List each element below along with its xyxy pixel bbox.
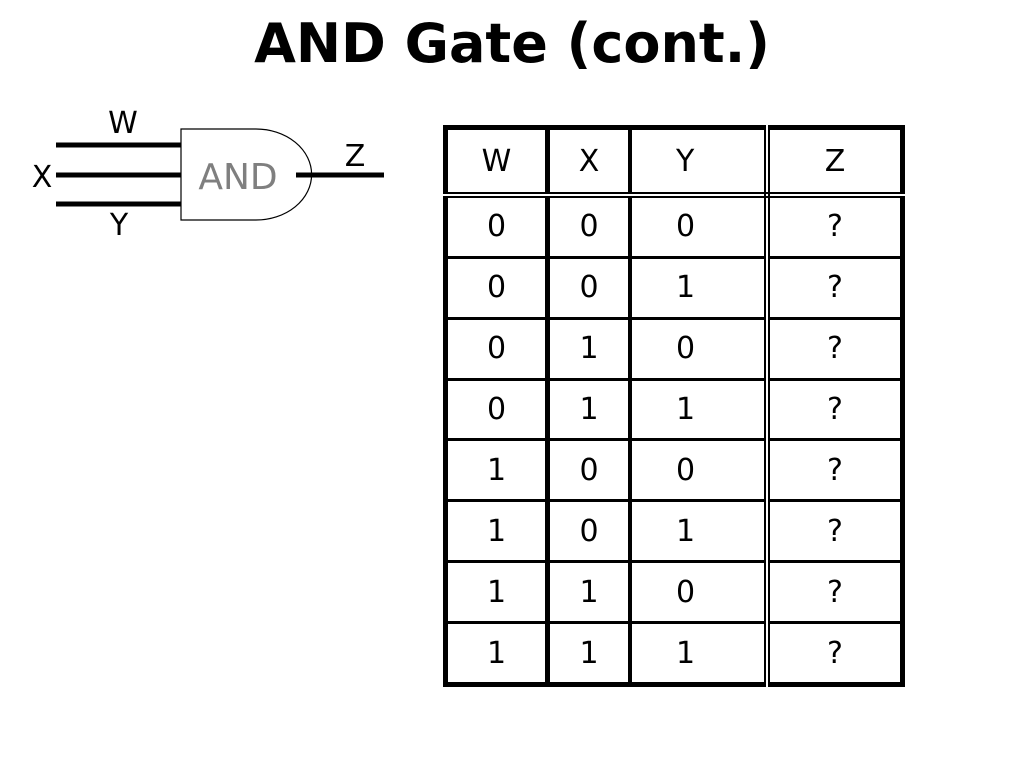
cell-x: 0 bbox=[547, 195, 632, 259]
cell-x: 1 bbox=[547, 379, 632, 442]
cell-w: 1 bbox=[445, 500, 550, 564]
truth-table-header-row: W X Y Z bbox=[445, 127, 903, 198]
cell-w: 1 bbox=[445, 622, 550, 685]
cell-z: ? bbox=[767, 195, 903, 259]
table-row: 1 1 1 ? bbox=[445, 622, 903, 685]
cell-z: ? bbox=[767, 500, 903, 564]
input-label-w: W bbox=[108, 106, 138, 141]
cell-y: 0 bbox=[630, 318, 770, 381]
cell-y: 1 bbox=[630, 379, 770, 442]
cell-z: ? bbox=[767, 257, 903, 320]
header-y: Y bbox=[630, 127, 770, 198]
input-label-y: Y bbox=[109, 208, 129, 240]
table-row: 0 0 1 ? bbox=[445, 257, 903, 320]
table-row: 0 1 0 ? bbox=[445, 318, 903, 381]
cell-x: 1 bbox=[547, 318, 632, 381]
cell-z: ? bbox=[767, 379, 903, 442]
cell-z: ? bbox=[767, 561, 903, 625]
table-row: 1 1 0 ? bbox=[445, 561, 903, 625]
cell-y: 0 bbox=[630, 439, 770, 503]
and-gate-diagram: W X Y Z AND bbox=[32, 106, 384, 240]
cell-w: 0 bbox=[445, 379, 550, 442]
table-row: 1 0 1 ? bbox=[445, 500, 903, 564]
table-row: 1 0 0 ? bbox=[445, 439, 903, 503]
cell-y: 0 bbox=[630, 561, 770, 625]
cell-w: 0 bbox=[445, 318, 550, 381]
cell-w: 0 bbox=[445, 195, 550, 259]
cell-z: ? bbox=[767, 318, 903, 381]
table-row: 0 0 0 ? bbox=[445, 195, 903, 259]
input-label-x: X bbox=[32, 160, 53, 195]
cell-y: 1 bbox=[630, 500, 770, 564]
cell-w: 1 bbox=[445, 439, 550, 503]
header-w: W bbox=[445, 127, 550, 198]
cell-x: 1 bbox=[547, 561, 632, 625]
cell-x: 0 bbox=[547, 500, 632, 564]
output-label-z: Z bbox=[345, 139, 366, 174]
cell-w: 0 bbox=[445, 257, 550, 320]
cell-w: 1 bbox=[445, 561, 550, 625]
cell-x: 0 bbox=[547, 257, 632, 320]
cell-y: 1 bbox=[630, 257, 770, 320]
cell-z: ? bbox=[827, 635, 843, 671]
cell-x: 1 bbox=[547, 622, 632, 685]
slide-title: AND Gate (cont.) bbox=[254, 12, 770, 75]
header-z: Z bbox=[767, 127, 903, 198]
header-x: X bbox=[547, 127, 632, 198]
truth-table: W X Y Z 0 0 0 ? 0 0 1 ? 0 1 0 ? 0 1 1 ? bbox=[443, 125, 905, 687]
and-gate-label: AND bbox=[198, 157, 277, 198]
cell-x: 0 bbox=[547, 439, 632, 503]
cell-y: 0 bbox=[630, 195, 770, 259]
cell-y: 1 bbox=[630, 622, 770, 685]
cell-z: ? bbox=[767, 439, 903, 503]
table-row: 0 1 1 ? bbox=[445, 379, 903, 442]
